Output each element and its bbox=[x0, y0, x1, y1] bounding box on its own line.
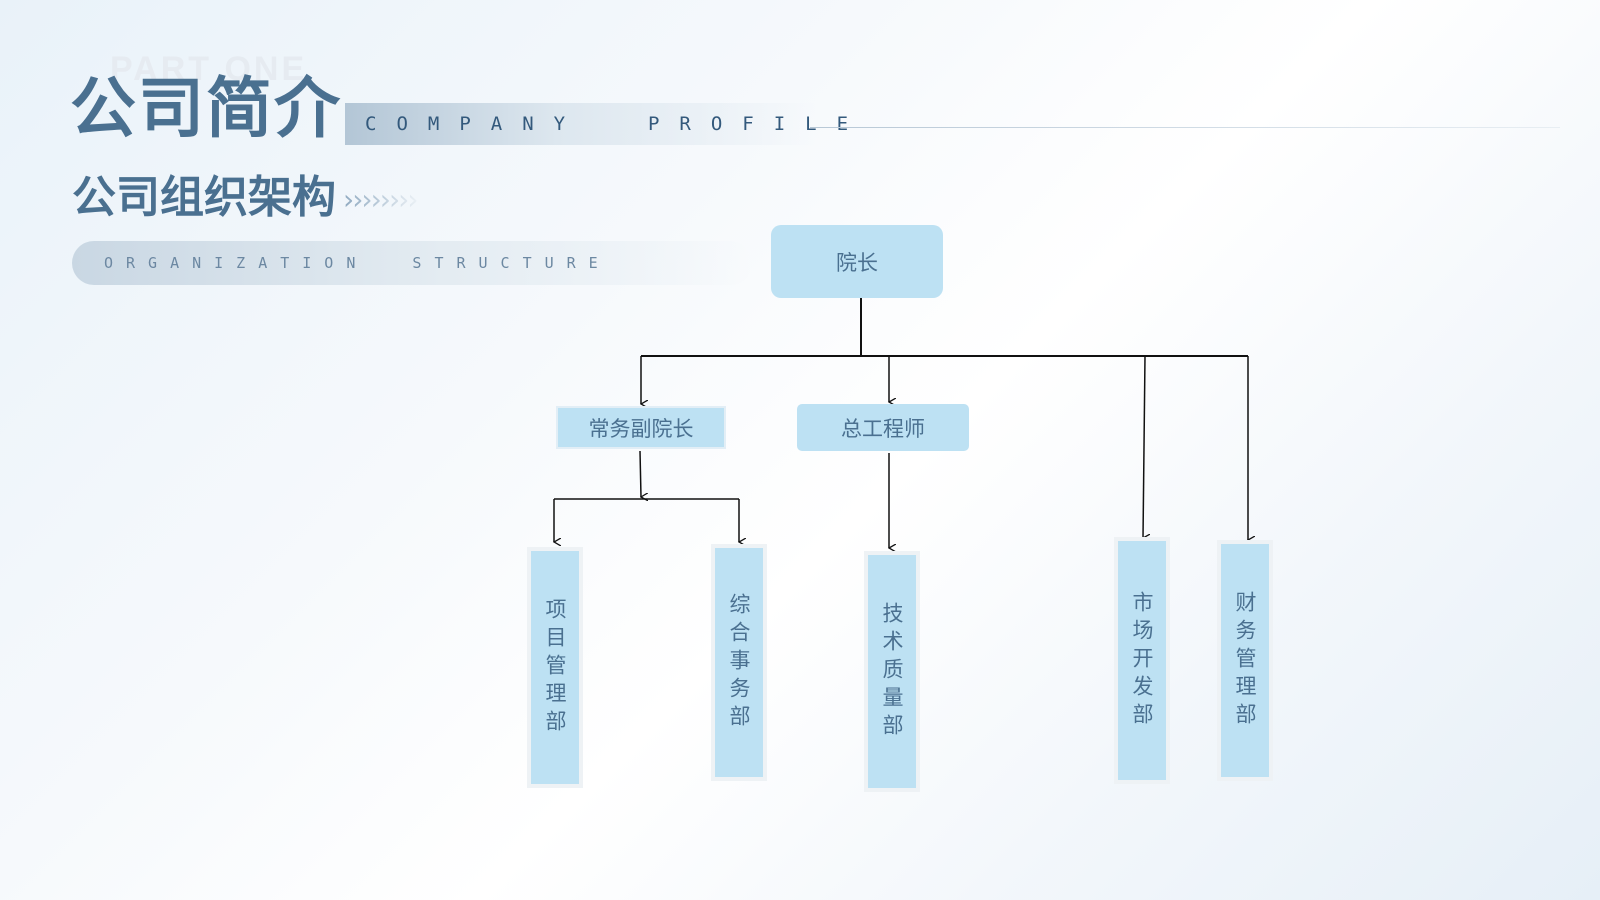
org-node-market-development: 市场开发部 bbox=[1118, 541, 1166, 780]
part-label: PART ONE bbox=[110, 50, 308, 88]
page-title: 公司简介 bbox=[70, 70, 342, 147]
org-node-executive-vp: 常务副院长 bbox=[556, 406, 726, 449]
structure-banner: ORGANIZATION STRUCTURE bbox=[72, 241, 752, 285]
connector-vp-trunk bbox=[639, 450, 641, 497]
structure-subtitle: ORGANIZATION STRUCTURE bbox=[104, 254, 611, 272]
company-profile-label: COMPANY PROFILE bbox=[365, 113, 869, 135]
title-divider bbox=[810, 127, 1560, 128]
org-node-president: 院长 bbox=[771, 225, 943, 298]
org-node-finance-management: 财务管理部 bbox=[1221, 544, 1269, 777]
company-profile-banner: COMPANY PROFILE bbox=[345, 103, 848, 145]
chevron-arrows-icon: ›››››››› bbox=[343, 183, 419, 216]
org-node-chief-engineer: 总工程师 bbox=[797, 404, 969, 451]
org-node-general-affairs: 综合事务部 bbox=[715, 548, 763, 777]
connector-to-market-dept bbox=[1143, 355, 1145, 538]
org-node-project-management: 项目管理部 bbox=[531, 551, 579, 784]
section-title: 公司组织架构 bbox=[72, 172, 336, 223]
org-node-technical-quality: 技术质量部 bbox=[868, 555, 916, 788]
